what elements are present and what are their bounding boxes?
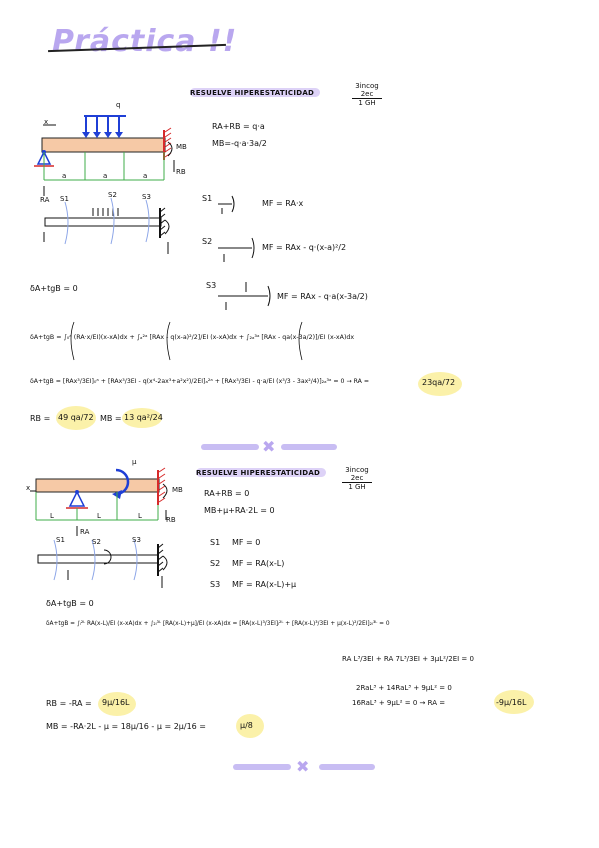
equilibrium-eq-1: RA+RB = q·a [212, 122, 265, 131]
cut-label: S2 [108, 191, 117, 199]
eval-line-1: δA+tgB = [RAx³/3EI]₀ᵃ + [RAx³/3EI - q(x⁴… [30, 378, 370, 385]
cut-label: S3 [132, 536, 141, 544]
integral-line-1: δA+tgB = ∫₀ᵃ (RA·x/EI)(x-xA)dx + ∫ₐ²ᵃ [R… [30, 334, 355, 341]
note-line: 2ec [360, 90, 374, 98]
separator-1: ✖ [201, 437, 337, 456]
s1-eq-2: MF = 0 [232, 538, 261, 547]
note-line: 2ec [350, 474, 364, 482]
rb-label-result-2: RB = -RA = [46, 699, 92, 708]
highlight [56, 406, 96, 430]
s2-eq-2: MF = RA(x-L) [232, 559, 285, 568]
rb-label-2: RB [166, 516, 176, 524]
step-1: RA L³/3EI + RA 7L³/3EI + 3μL²/2EI = 0 [342, 655, 474, 663]
span-label: a [62, 172, 67, 180]
beam-diagram-1 [34, 115, 175, 196]
note-line: 3incog [355, 82, 379, 90]
mb-result-1: 13 qa²/24 [124, 413, 163, 422]
span-label: a [103, 172, 108, 180]
mb-line-2: MB = -RA·2L - μ = 18μ/16 - μ = 2μ/16 = [46, 722, 207, 731]
s2-label-2: S2 [210, 559, 221, 568]
svg-text:✖: ✖ [262, 437, 275, 456]
s2-eq: MF = RAx - q·(x-a)²/2 [262, 243, 347, 252]
integral-line-2: δA+tgB = ∫ₗ²ᴸ RA(x-L)/EI (x-xA)dx + ∫₂ₗ³… [46, 621, 390, 627]
cut-label: S1 [60, 195, 69, 203]
step-2: 2RaL³ + 14RaL³ + 9μL² = 0 [356, 684, 452, 692]
compatibility-eq-1: δA+tgB = 0 [30, 284, 78, 293]
equilibrium-eq-2: MB=-q·a·3a/2 [212, 139, 267, 148]
s1-label: S1 [202, 194, 213, 203]
separator-2: ✖ [233, 757, 375, 776]
moment-label-2: μ [132, 458, 137, 466]
cut-label: S2 [92, 538, 101, 546]
step-3: 16RaL³ + 9μL² = 0 → RA = [352, 699, 446, 707]
equilibrium-eq-4: MB+μ+RA·2L = 0 [204, 506, 275, 515]
cut-label: S3 [142, 193, 151, 201]
load-label-1: q [116, 101, 121, 109]
cut-beam-1 [43, 197, 170, 254]
rb-label-result-1: RB = [30, 414, 51, 423]
note-line: 1 GH [342, 482, 372, 491]
mb-label-result-1: MB = [100, 414, 122, 423]
highlight [236, 714, 264, 738]
mb-label-1: MB [176, 143, 187, 151]
beam-diagram-2 [30, 467, 168, 536]
section2-note: 3incog 2ec 1 GH [342, 466, 372, 491]
highlight [98, 692, 136, 716]
ra-result-2: -9μ/16L [496, 698, 527, 707]
highlight [122, 408, 162, 428]
s3-eq: MF = RAx - q·a(x-3a/2) [277, 292, 368, 301]
x-label-2: x [26, 484, 31, 492]
ra-label-2: RA [80, 528, 90, 536]
s3-label: S3 [206, 281, 217, 290]
s1-eq: MF = RA·x [262, 199, 304, 208]
span-label: L [138, 512, 142, 520]
s3-eq-2: MF = RA(x-L)+μ [232, 580, 297, 589]
cut-sketches-1 [218, 195, 271, 310]
x-label-1: x [44, 118, 49, 126]
rb-label-1: RB [176, 168, 186, 176]
ra-label-1: RA [40, 196, 50, 204]
heading-highlight-2 [196, 468, 326, 477]
section1-heading: RESUELVE HIPERESTATICIDAD [190, 89, 315, 97]
cut-label: S1 [56, 536, 65, 544]
mb-result-2: μ/8 [240, 721, 253, 730]
note-line: 1 GH [352, 98, 382, 107]
ra-result-1: 23qa/72 [422, 378, 456, 387]
highlight [494, 690, 534, 714]
rb-result-2: 9μ/16L [102, 698, 130, 707]
s2-label: S2 [202, 237, 213, 246]
equilibrium-eq-3: RA+RB = 0 [204, 489, 250, 498]
section2-heading: RESUELVE HIPERESTATICIDAD [196, 469, 321, 477]
rb-result-1: 49 qa/72 [58, 413, 94, 422]
compatibility-eq-2: δA+tgB = 0 [46, 599, 94, 608]
cut-beam-2 [37, 539, 168, 588]
mb-label-2: MB [172, 486, 183, 494]
section1-note: 3incog 2ec 1 GH [352, 82, 382, 107]
span-label: L [50, 512, 54, 520]
heading-highlight-1 [190, 88, 320, 97]
svg-text:✖: ✖ [296, 757, 309, 776]
page-title: Práctica !! [52, 24, 238, 59]
s3-label-2: S3 [210, 580, 221, 589]
span-label: L [97, 512, 101, 520]
note-line: 3incog [345, 466, 369, 474]
s1-label-2: S1 [210, 538, 221, 547]
highlight [418, 372, 462, 396]
span-label: a [143, 172, 148, 180]
integral-sketch-1 [70, 321, 303, 361]
